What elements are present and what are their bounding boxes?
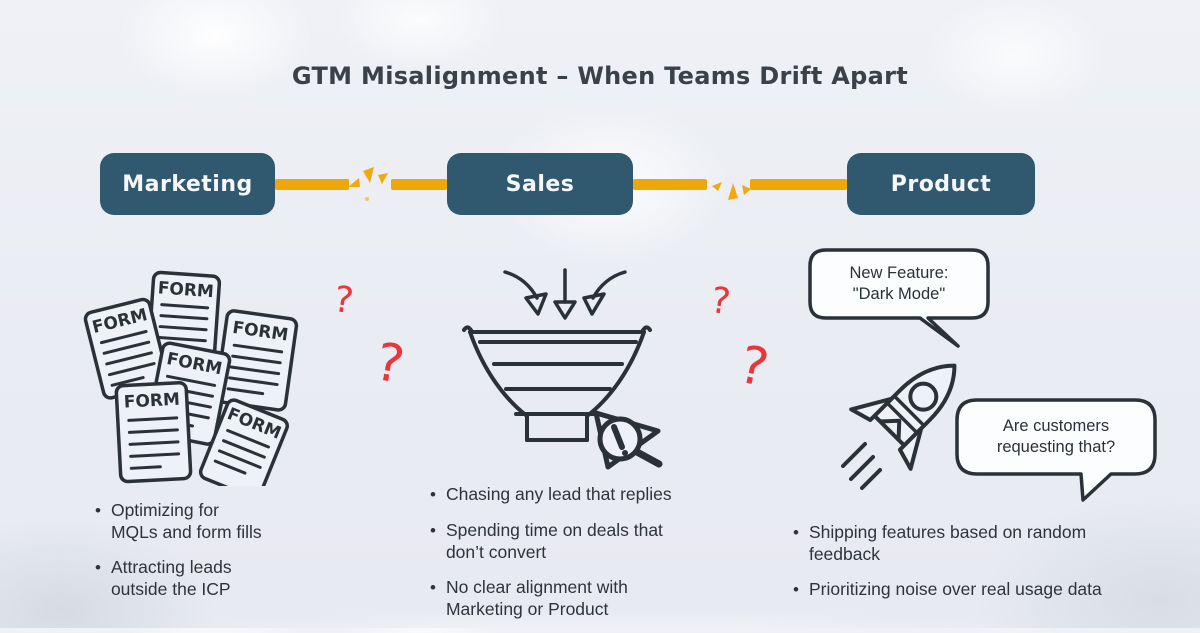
connector-marketing-sales-right xyxy=(391,179,447,190)
bullet-text: Spending time on deals that don’t conver… xyxy=(445,519,663,562)
connector-sales-product-right xyxy=(750,179,847,190)
page-title: GTM Misalignment – When Teams Drift Apar… xyxy=(291,62,909,90)
list-item: No clear alignment with Marketing or Pro… xyxy=(430,577,730,621)
question-mark-icon: ? xyxy=(734,334,774,400)
bullet-text: Shipping features based on random feedba… xyxy=(808,522,1087,564)
spark-break-icon xyxy=(348,167,388,201)
question-mark-icon: ? xyxy=(708,279,733,324)
list-item: Attracting leads outside the ICP xyxy=(95,557,345,601)
bullet-text: No clear alignment with Marketing or Pro… xyxy=(445,576,628,619)
speech-bubble-are-customers: Are customers requesting that? xyxy=(953,396,1163,506)
list-item: Spending time on deals that don’t conver… xyxy=(430,520,730,564)
magnifier-alert-icon xyxy=(593,410,663,470)
sales-bullet-list: Chasing any lead that replies Spending t… xyxy=(430,484,730,633)
svg-text:FORM: FORM xyxy=(123,390,180,413)
team-box-sales: Sales xyxy=(447,153,633,215)
speech-bubble-shape xyxy=(955,398,1157,502)
team-box-marketing: Marketing xyxy=(100,153,275,215)
connector-sales-product-left xyxy=(633,179,707,190)
list-item: Prioritizing noise over real usage data xyxy=(793,579,1183,602)
team-label-marketing: Marketing xyxy=(122,171,253,197)
speed-lines xyxy=(841,442,882,490)
spark-break-icon xyxy=(712,182,751,200)
speech-bubble-text: Are customers requesting that? xyxy=(996,416,1116,456)
bullet-text: Prioritizing noise over real usage data xyxy=(808,578,1102,599)
form-papers-icon: FORM FORM FORM FORM xyxy=(83,270,299,486)
team-box-product: Product xyxy=(847,153,1035,215)
product-bullet-list: Shipping features based on random feedba… xyxy=(793,522,1183,615)
team-label-product: Product xyxy=(890,171,992,197)
question-mark-icon: ? xyxy=(331,278,356,323)
speech-bubble-new-feature: New Feature: "Dark Mode" xyxy=(806,246,996,352)
question-mark-icon: ? xyxy=(371,332,409,396)
connector-marketing-sales-left xyxy=(275,179,349,190)
list-item: Optimizing for MQLs and form fills xyxy=(95,500,345,544)
speech-bubble-text: New Feature: "Dark Mode" xyxy=(849,263,949,303)
team-label-sales: Sales xyxy=(505,171,575,197)
bullet-text: Chasing any lead that replies xyxy=(445,484,672,504)
marketing-bullet-list: Optimizing for MQLs and form fills Attra… xyxy=(95,500,345,614)
bullet-text: Attracting leads outside the ICP xyxy=(110,556,232,599)
list-item: Shipping features based on random feedba… xyxy=(793,522,1183,566)
bullet-text: Optimizing for MQLs and form fills xyxy=(110,500,262,542)
svg-text:FORM: FORM xyxy=(157,278,214,302)
funnel-icon xyxy=(462,268,663,470)
list-item: Chasing any lead that replies xyxy=(430,484,730,507)
rocket-icon xyxy=(841,363,957,490)
speech-bubble-shape xyxy=(808,248,990,348)
